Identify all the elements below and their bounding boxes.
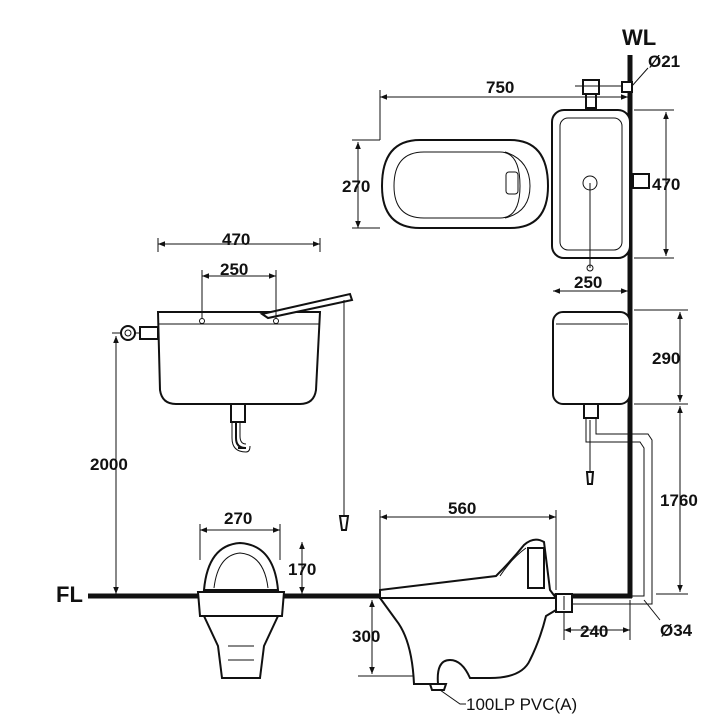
dim-2000-label: 2000 — [90, 455, 128, 474]
dim-270-plan-label: 270 — [342, 177, 370, 196]
dim-470-plan-label: 470 — [652, 175, 680, 194]
floor-line-label: FL — [56, 582, 83, 607]
dim-240-label: 240 — [580, 622, 608, 641]
dim-1760-label: 1760 — [660, 491, 698, 510]
wall-line-label: WL — [622, 25, 656, 50]
pan-front-body — [202, 615, 280, 679]
high-tank-elevation — [112, 238, 354, 594]
dim-250-tank-label: 250 — [220, 260, 248, 279]
pipe-dia-top-label: Ø21 — [648, 52, 680, 71]
pan-side-view — [358, 67, 661, 705]
drain-note-label: 100LP PVC(A) — [466, 695, 577, 714]
plan-tank — [551, 109, 631, 259]
high-tank — [156, 311, 322, 405]
dim-270-front-label: 270 — [224, 509, 252, 528]
plan-bowl — [380, 139, 550, 229]
dim-300-label: 300 — [352, 627, 380, 646]
pan-side-body — [378, 597, 557, 685]
low-tank-elevation — [552, 288, 688, 605]
dim-750-label: 750 — [486, 78, 514, 97]
low-tank — [552, 311, 631, 405]
plan-view — [352, 79, 674, 272]
dim-170-label: 170 — [288, 560, 316, 579]
dim-290-label: 290 — [652, 349, 680, 368]
pan-side-rim — [379, 538, 558, 599]
pan-front-rim — [202, 541, 280, 591]
pan-front-view — [196, 524, 305, 679]
dim-560-label: 560 — [448, 499, 476, 518]
dim-470-tank-label: 470 — [222, 230, 250, 249]
pipe-dia-bottom-label: Ø34 — [660, 621, 693, 640]
dim-250-lowtank-label: 250 — [574, 273, 602, 292]
stop-valve-top — [582, 79, 600, 95]
